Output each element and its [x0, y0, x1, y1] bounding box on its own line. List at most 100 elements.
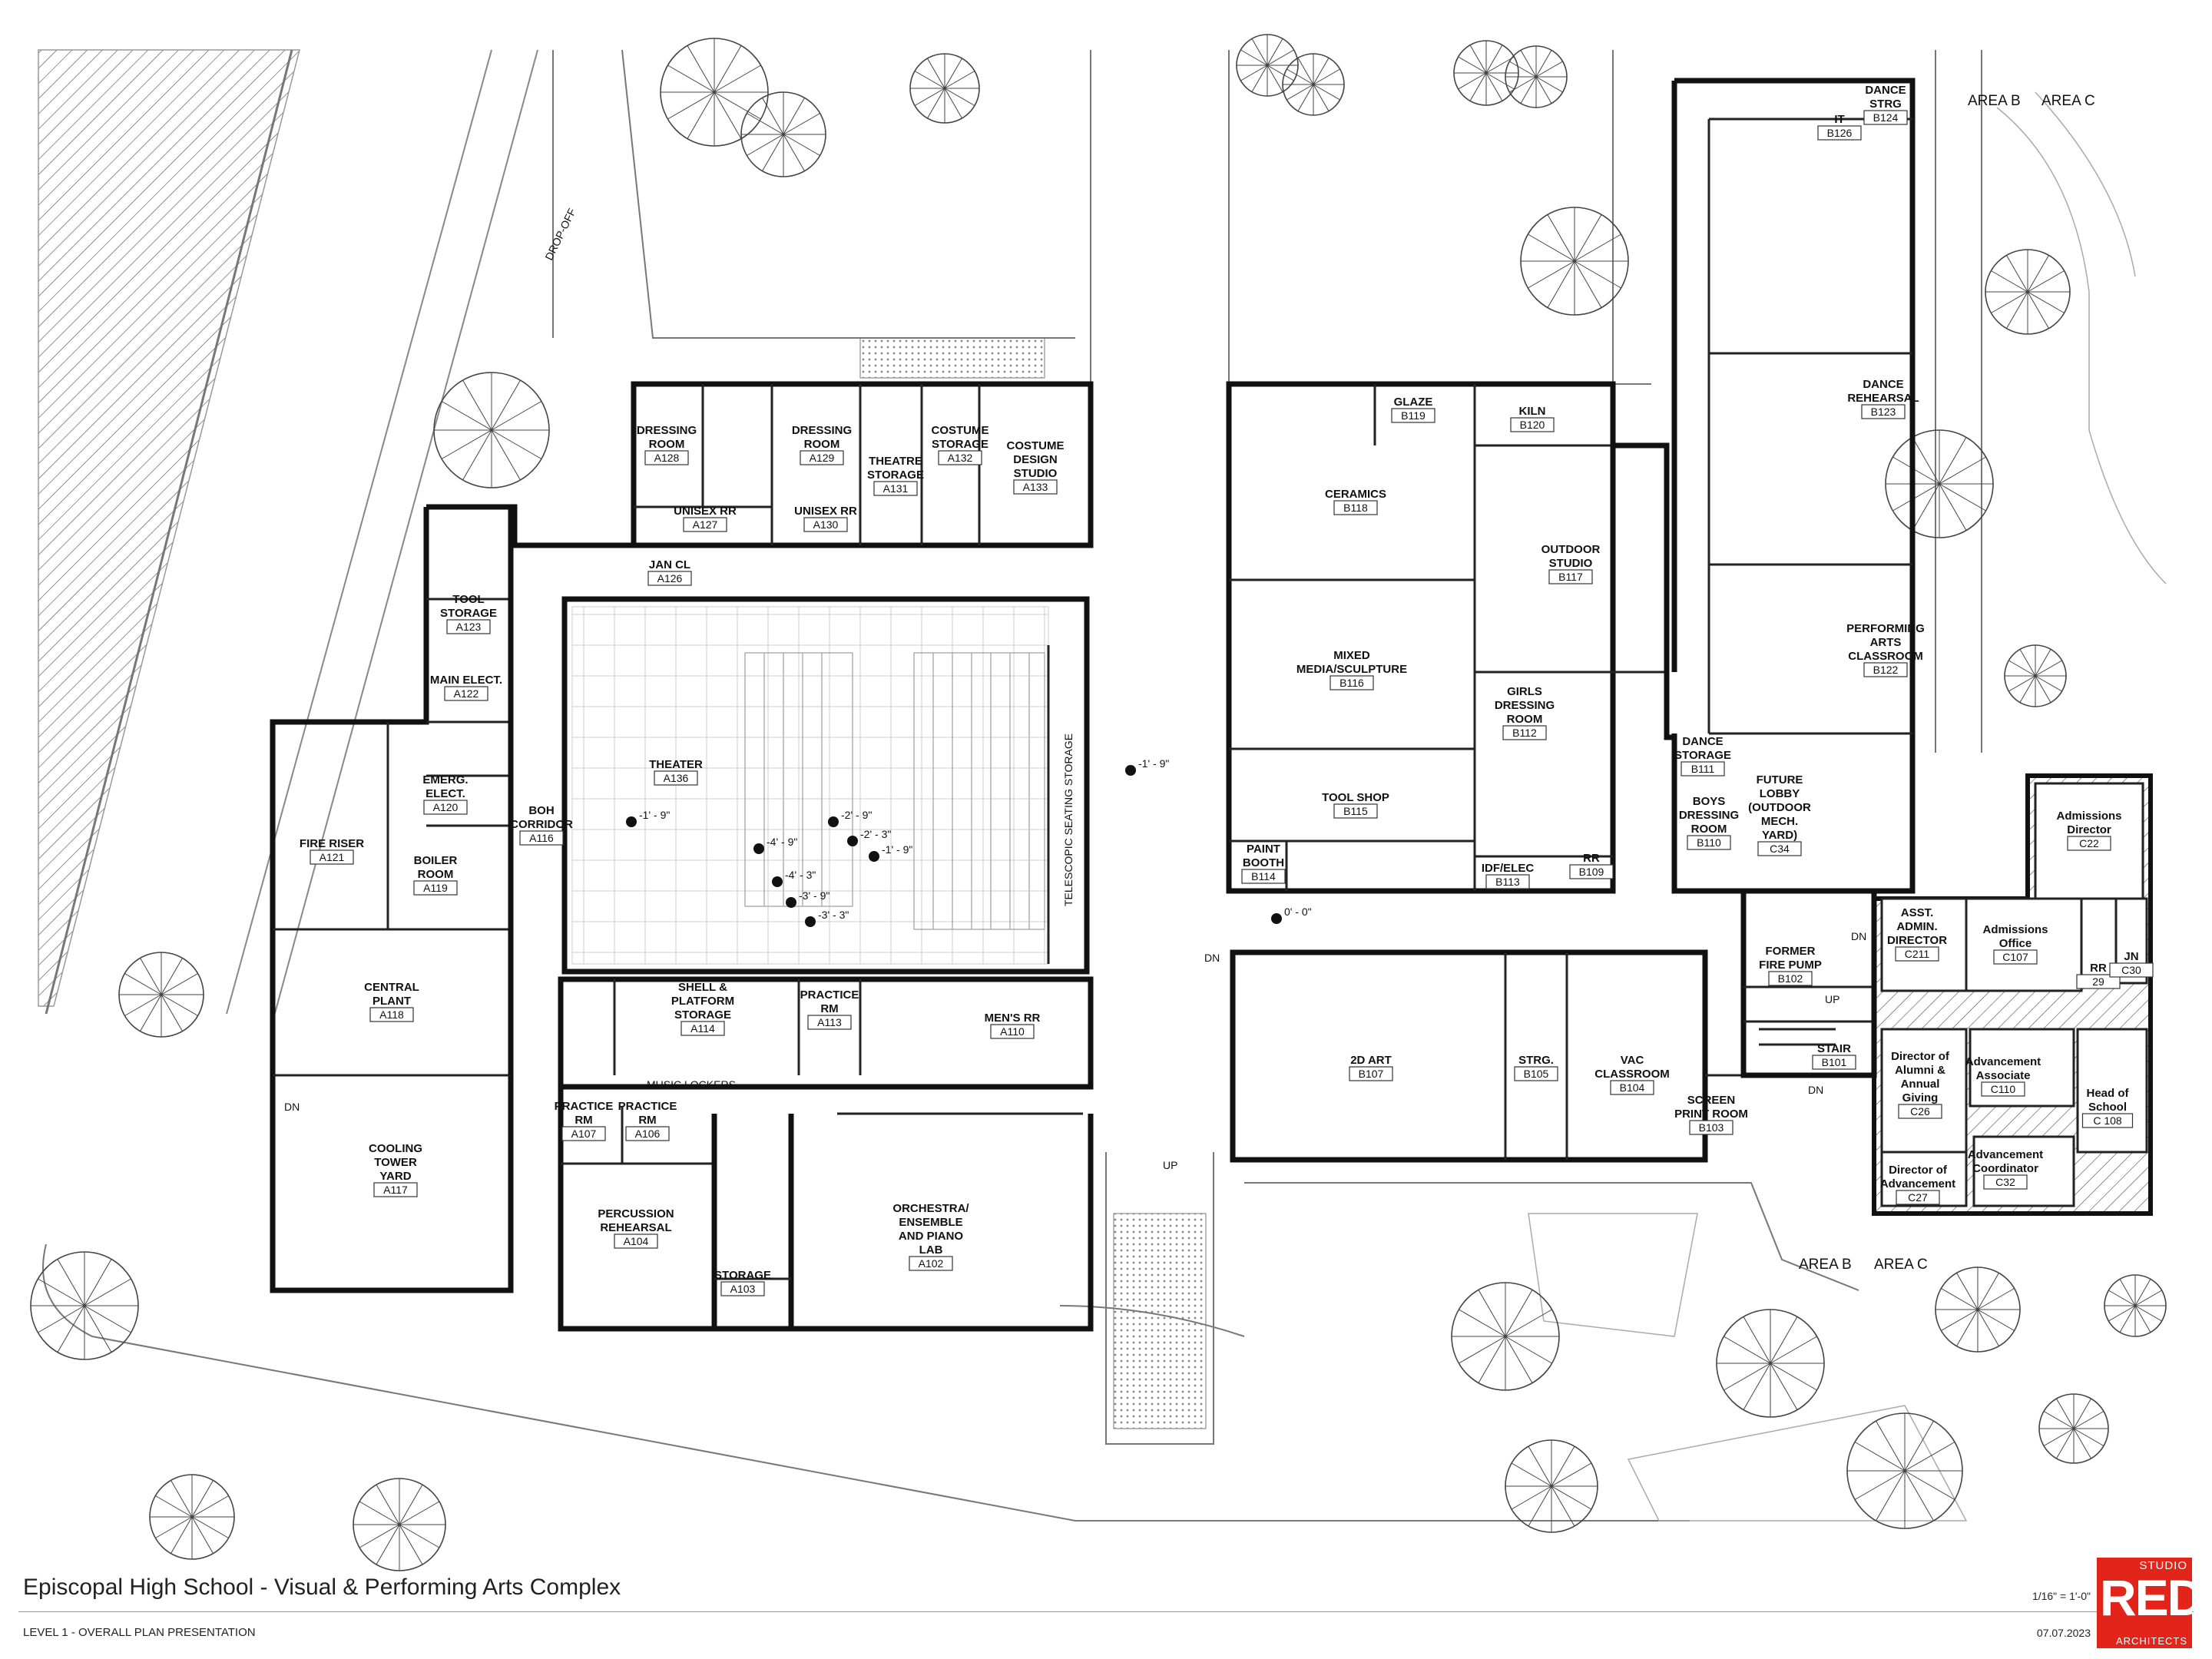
room-number-box [1510, 417, 1555, 432]
tree-icon [1505, 45, 1568, 108]
room-name: STORAGE [674, 1008, 731, 1022]
dn-label-4: DN [1808, 1084, 1823, 1096]
tree-icon [433, 372, 550, 488]
room-name: RM [820, 1002, 838, 1015]
room-name: DANCE [1865, 84, 1906, 97]
room-name: Director of [1889, 1164, 1948, 1177]
tree-icon [30, 1251, 139, 1360]
room-number: C27 [1908, 1191, 1928, 1204]
room-name: IT [1834, 113, 1844, 126]
room-number-box [1333, 500, 1378, 515]
room-name: MAIN ELECT. [430, 674, 502, 687]
dn-label-2: DN [1204, 952, 1220, 964]
room-name: REHEARSAL [600, 1221, 671, 1234]
room-number-box [1013, 479, 1058, 495]
room-name: PRACTICE [800, 988, 859, 1002]
room-name: ASST. [1901, 906, 1934, 919]
room-number-box [423, 800, 468, 815]
room-name: LOBBY [1760, 787, 1800, 800]
room-number: A116 [529, 832, 554, 844]
room-number: B103 [1699, 1121, 1724, 1134]
elevation-markers: -1' - 9"-1' - 9"-4' - 9"-2' - 9"-2' - 3"… [626, 757, 1312, 927]
room-number-box [1569, 864, 1614, 879]
elevation-marker-icon [753, 843, 764, 854]
room-number: C 108 [2093, 1114, 2122, 1127]
room-number-box [1687, 835, 1731, 850]
dn-label-3: DN [1851, 930, 1866, 942]
room-number: 29 [2092, 975, 2104, 988]
room-name: Associate [1976, 1069, 2031, 1082]
room-number: C211 [1905, 948, 1930, 960]
room-name: BOILER [414, 854, 458, 867]
room-name: Admissions [1982, 923, 2048, 936]
room-number: C30 [2121, 964, 2141, 976]
room-name: GLAZE [1394, 396, 1433, 409]
room-name: Advancement [1968, 1148, 2043, 1161]
room-name: DANCE [1863, 378, 1903, 391]
trees [30, 34, 2167, 1571]
room-name: JAN CL [649, 558, 690, 571]
room-number: A132 [948, 452, 973, 464]
room-number-box [654, 770, 698, 786]
room-number: A126 [657, 572, 683, 584]
room-number-box [1681, 761, 1725, 777]
room-number: A117 [383, 1184, 408, 1196]
room-name: PRACTICE [618, 1100, 677, 1113]
room-number: B124 [1873, 111, 1899, 124]
room-name: ENSEMBLE [899, 1216, 962, 1229]
room-name: PLANT [373, 995, 411, 1008]
room-name: BOYS [1693, 795, 1726, 808]
room-name: UNISEX RR [674, 505, 737, 518]
elevation-label: 0' - 0" [1284, 906, 1312, 918]
room-name: TOWER [374, 1156, 417, 1169]
room-name: STORAGE [714, 1269, 771, 1282]
room-name: 2D ART [1350, 1054, 1392, 1067]
room-number-box [990, 1024, 1035, 1039]
area-c-label-top: AREA C [2041, 93, 2095, 109]
tree-icon [2038, 1393, 2109, 1464]
room-name: STAIR [1817, 1042, 1851, 1055]
elevation-label: -1' - 9" [1138, 757, 1169, 770]
parking-area [38, 49, 538, 1022]
room-name: STORAGE [867, 469, 924, 482]
room-number: B123 [1871, 406, 1896, 418]
room-number-box [1983, 1174, 2028, 1190]
room-number: A110 [1000, 1025, 1025, 1038]
room-name: CLASSROOM [1848, 650, 1923, 663]
room-number-box [1330, 675, 1374, 690]
room-name: DRESSING [1495, 699, 1555, 712]
room-number: B126 [1827, 127, 1853, 139]
drawing-scale: 1/16" = 1'-0" [2032, 1590, 2091, 1602]
room-number-box [720, 1281, 765, 1296]
room-name: YARD) [1762, 829, 1797, 842]
elevation-marker-icon [786, 897, 796, 908]
room-name: ROOM [1691, 823, 1727, 836]
tree-icon [1885, 429, 1994, 538]
tree-icon [660, 38, 769, 147]
room-name: AND PIANO [899, 1230, 964, 1243]
room-name: PERFORMING [1846, 622, 1925, 635]
tree-icon [1453, 40, 1519, 106]
room-number-box [625, 1126, 670, 1141]
room-number-box [1514, 1066, 1558, 1081]
studio-red-logo: STUDIO RED ARCHITECTS [2097, 1558, 2192, 1648]
room-name: TOOL [452, 593, 484, 606]
room-number-box [1981, 1081, 2025, 1097]
logo-studio: STUDIO [2139, 1559, 2187, 1572]
room-name: Annual [1901, 1078, 1940, 1091]
room-name: MIXED [1333, 649, 1370, 662]
room-name: PLATFORM [671, 995, 734, 1008]
